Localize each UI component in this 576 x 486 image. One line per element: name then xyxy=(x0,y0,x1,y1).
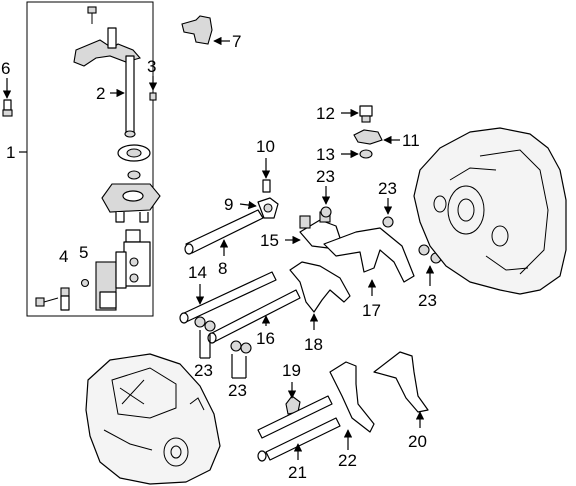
callout-21: 21 xyxy=(288,463,307,482)
leader-lines xyxy=(2,36,435,460)
part-shift-head-9 xyxy=(257,197,279,219)
part-shift-fork-17 xyxy=(323,227,415,283)
callout-23c: 23 xyxy=(418,291,437,310)
part-fork-20 xyxy=(373,351,429,413)
callout-3: 3 xyxy=(147,57,156,76)
callout-23a: 23 xyxy=(316,167,335,186)
part-snap-ring-13 xyxy=(359,149,373,159)
transmission-case-right xyxy=(413,127,567,295)
callout-5: 5 xyxy=(79,243,88,262)
part-shift-rod-21 xyxy=(257,395,341,462)
part-plug-12 xyxy=(359,105,373,123)
callout-23d: 23 xyxy=(194,361,213,380)
part-left-screw xyxy=(35,297,59,307)
callout-12: 12 xyxy=(316,104,335,123)
part-shift-rod-8 xyxy=(184,209,264,255)
callout-9: 9 xyxy=(224,195,233,214)
part-selector-mechanism xyxy=(95,229,151,311)
callout-22: 22 xyxy=(338,451,357,470)
callout-17: 17 xyxy=(362,301,381,320)
callout-1: 1 xyxy=(6,143,15,162)
part-bolt-6 xyxy=(2,99,13,117)
callout-7: 7 xyxy=(232,32,241,51)
part-boot xyxy=(117,144,151,180)
part-top-bolt xyxy=(87,6,97,24)
callout-13: 13 xyxy=(316,145,335,164)
callout-labels: 1 2 3 4 5 6 7 8 9 10 11 12 13 14 15 16 1… xyxy=(1,32,437,482)
part-clip-11 xyxy=(353,129,383,145)
callout-2: 2 xyxy=(96,84,105,103)
part-plug-5 xyxy=(80,278,90,288)
transmission-case-left xyxy=(85,353,221,485)
assembly-group-box xyxy=(26,1,154,317)
callout-16: 16 xyxy=(256,329,275,348)
part-shift-lever-shaft xyxy=(73,27,141,138)
callout-8: 8 xyxy=(218,259,227,278)
callout-20: 20 xyxy=(408,432,427,451)
part-washer-23 xyxy=(194,206,442,354)
callout-10: 10 xyxy=(256,137,275,156)
part-shift-base-plate xyxy=(101,183,161,223)
callout-11: 11 xyxy=(402,131,420,150)
callout-14: 14 xyxy=(188,263,207,282)
part-fork-22 xyxy=(329,361,375,433)
callout-18: 18 xyxy=(304,335,323,354)
part-pin-10 xyxy=(262,179,271,193)
part-shift-rod-14 xyxy=(179,271,277,324)
callout-4: 4 xyxy=(59,247,68,266)
callout-6: 6 xyxy=(1,59,10,78)
part-pin xyxy=(149,92,157,101)
part-shift-fork-18 xyxy=(289,261,351,313)
callout-23e: 23 xyxy=(228,381,247,400)
callout-15: 15 xyxy=(260,231,279,250)
part-bolt-4 xyxy=(60,287,70,311)
callout-23b: 23 xyxy=(378,179,397,198)
callout-19: 19 xyxy=(282,361,301,380)
part-bracket-7 xyxy=(181,15,213,45)
